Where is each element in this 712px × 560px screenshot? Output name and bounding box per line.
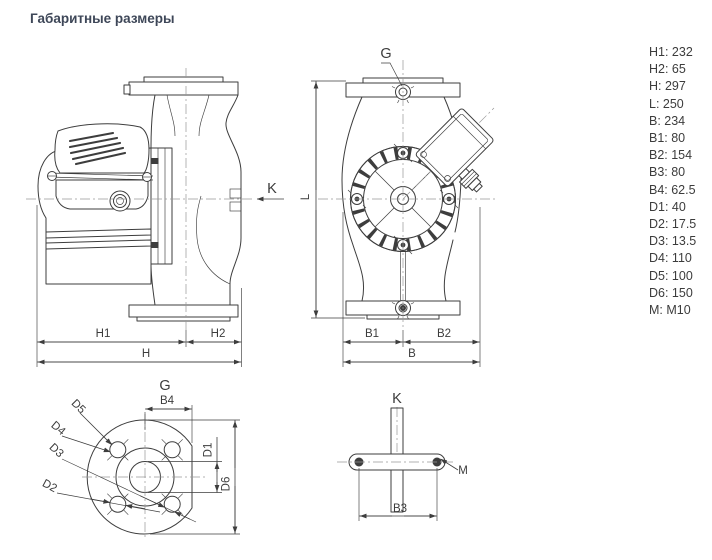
port-view-title: K (392, 391, 402, 407)
dimension-item: B1: 80 (649, 131, 686, 146)
dim-d2-label: D2 (40, 478, 59, 495)
dim-b3-label: B3 (393, 503, 407, 515)
dim-d6-label: D6 (221, 477, 233, 492)
dim-d4-label: D4 (48, 419, 67, 438)
dimension-item: D5: 100 (649, 268, 693, 283)
dim-h1-label: H1 (96, 328, 111, 340)
page-title: Габаритные размеры (30, 11, 175, 26)
front-view: G L B1 B2 B (300, 46, 497, 367)
dim-h2-label: H2 (211, 328, 226, 340)
dim-h-label: H (142, 348, 150, 360)
dimension-item: B: 234 (649, 113, 686, 128)
dimension-item: B4: 62.5 (649, 182, 696, 197)
dimension-item: M: M10 (649, 303, 691, 318)
dim-b-label: B (408, 348, 416, 360)
dimension-item: D6: 150 (649, 285, 693, 300)
dimension-item: D1: 40 (649, 199, 686, 214)
detail-g-label: G (380, 46, 391, 62)
dim-d1-label: D1 (203, 443, 215, 458)
dimension-item: H1: 232 (649, 45, 693, 59)
dim-d3-label: D3 (47, 441, 66, 460)
dim-b2-label: B2 (437, 328, 451, 340)
dim-b4-label: B4 (160, 395, 175, 407)
dimension-item: B2: 154 (649, 148, 693, 163)
dimension-item: L: 250 (649, 96, 684, 111)
dim-m-label: M (458, 465, 468, 477)
dim-b1-label: B1 (365, 328, 379, 340)
side-view: K H1 H2 H (26, 68, 284, 367)
dimension-item: D3: 13.5 (649, 234, 697, 249)
dimension-item: B3: 80 (649, 165, 686, 180)
view-arrow-k-label: K (267, 181, 277, 197)
dimension-item: D4: 110 (649, 251, 692, 266)
flange-view-g: G B4 D1 D6 D5 D4 (40, 378, 240, 540)
dimension-item: H2: 65 (649, 62, 686, 77)
port-view-k: K M B3 (337, 391, 468, 521)
flange-view-title: G (159, 378, 170, 394)
dimension-item: D2: 17.5 (649, 217, 697, 232)
dimension-list: H1: 232 H2: 65 H: 297 L: 250 B: 234 B1: … (649, 44, 696, 319)
dim-l-label: L (300, 193, 312, 200)
dimension-item: H: 297 (649, 79, 686, 94)
dim-d5-label: D5 (69, 397, 88, 416)
